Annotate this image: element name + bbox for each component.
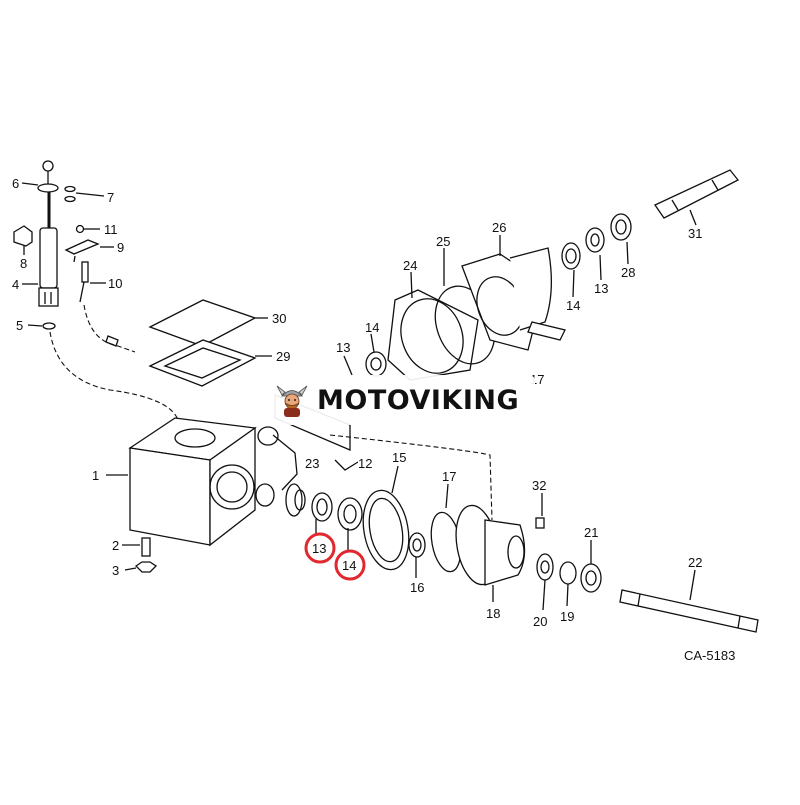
upper-output-assembly: [365, 169, 740, 381]
callout-8: 8: [20, 256, 27, 271]
callout-21: 21: [584, 525, 598, 540]
callout-19: 19: [560, 609, 574, 624]
callout-15: 15: [392, 450, 406, 465]
callout-25: 25: [436, 234, 450, 249]
callout-labels: 6 7 11 8 9 10 4 5 30 29 1 2 3 23 12 13 1…: [12, 176, 735, 663]
callout-14-upper-left: 14: [365, 320, 379, 335]
viking-mascot-logo-icon: [276, 385, 308, 417]
callout-26: 26: [492, 220, 506, 235]
callout-23: 23: [305, 456, 319, 471]
callout-20: 20: [533, 614, 547, 629]
highlight-circle-13: [304, 532, 336, 564]
callout-24: 24: [403, 258, 417, 273]
callout-31: 30: [272, 311, 286, 326]
callout-5: 5: [16, 318, 23, 333]
callout-9: 9: [117, 240, 124, 255]
callout-12: 12: [358, 456, 372, 471]
dipstick-assembly: [13, 160, 179, 421]
callout-10: 10: [108, 276, 122, 291]
callout-13-upper-right: 13: [594, 281, 608, 296]
callout-13-upper-left: 13: [336, 340, 350, 355]
callout-3: 3: [112, 563, 119, 578]
callout-30: 29: [276, 349, 290, 364]
watermark-text: MOTOVIKING: [317, 384, 520, 416]
drawing-code: CA-5183: [684, 648, 735, 663]
callout-28: 28: [621, 265, 635, 280]
top-cover-and-gasket: [148, 299, 257, 387]
leader-lines: [21, 182, 697, 611]
callout-14-upper-right: 14: [566, 298, 580, 313]
callout-4: 4: [12, 277, 19, 292]
callout-6: 6: [12, 176, 19, 191]
gearbox-housing: [128, 417, 257, 573]
watermark-banner: MOTOVIKING: [265, 375, 535, 425]
callout-17-lower: 17: [442, 469, 456, 484]
callout-7: 7: [107, 190, 114, 205]
callout-13-highlighted: 13: [312, 541, 326, 556]
callout-18: 18: [486, 606, 500, 621]
callout-1: 1: [92, 468, 99, 483]
callout-2: 2: [112, 538, 119, 553]
callout-22: 22: [688, 555, 702, 570]
lower-output-assembly: [362, 489, 759, 633]
callout-32: 32: [532, 478, 546, 493]
highlight-markers: [304, 532, 366, 581]
callout-11: 11: [104, 222, 118, 237]
callout-29: 31: [688, 226, 702, 241]
callout-16: 16: [410, 580, 424, 595]
callout-14-highlighted: 14: [342, 558, 356, 573]
highlight-circle-14: [334, 549, 366, 581]
